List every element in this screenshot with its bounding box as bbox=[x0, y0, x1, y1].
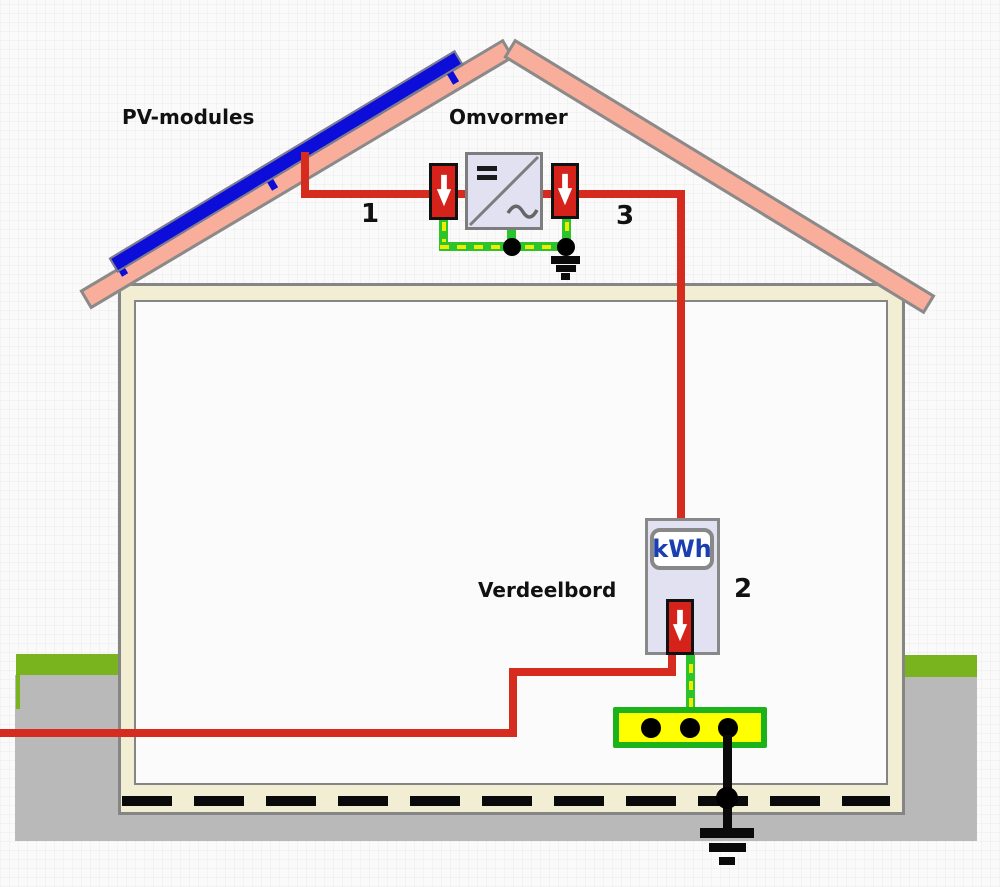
meter-breaker bbox=[666, 599, 694, 655]
busbar-terminal bbox=[718, 718, 738, 738]
grid-supply-wire bbox=[0, 729, 517, 737]
grass-left-edge bbox=[16, 675, 20, 709]
inverter-symbol bbox=[468, 155, 540, 227]
earth-wire-meter bbox=[686, 655, 695, 725]
grid-wire-horizontal-upper bbox=[513, 668, 676, 676]
ac-wire-vertical-drop bbox=[677, 190, 685, 520]
label-distribution-board: Verdeelbord bbox=[478, 578, 617, 602]
pv-panel bbox=[108, 50, 464, 273]
earth-wire-right-switch bbox=[562, 219, 571, 249]
kwh-meter-label: kWh bbox=[652, 535, 712, 563]
earth-ground-symbol-bottom bbox=[709, 843, 746, 852]
busbar-terminal bbox=[641, 718, 661, 738]
dc-disconnect-left bbox=[429, 163, 458, 220]
earth-junction-dot bbox=[503, 238, 521, 256]
down-arrow-icon bbox=[672, 609, 688, 642]
grid-wire-jog-vertical bbox=[509, 668, 517, 737]
down-arrow-icon bbox=[436, 174, 451, 206]
label-wire-3: 3 bbox=[616, 201, 635, 231]
dc-wire-from-panel-vertical bbox=[301, 152, 309, 198]
dc-disconnect-right bbox=[551, 163, 579, 219]
earth-wire-left-switch bbox=[439, 219, 448, 249]
down-arrow-icon bbox=[557, 173, 573, 206]
foundation-earth-loop bbox=[122, 796, 890, 806]
label-pv-modules: PV-modules bbox=[122, 105, 255, 129]
earth-ground-symbol-top bbox=[556, 265, 576, 272]
grass-right bbox=[905, 655, 977, 677]
earth-ground-symbol-bottom bbox=[719, 857, 735, 865]
inverter-box bbox=[465, 152, 543, 230]
earth-ground-symbol-top bbox=[561, 273, 570, 280]
busbar-terminal bbox=[680, 718, 700, 738]
foundation-junction-dot bbox=[716, 787, 738, 809]
earth-electrode-wire bbox=[723, 735, 732, 830]
earth-ground-symbol-bottom bbox=[700, 828, 754, 838]
earth-busbar bbox=[613, 707, 767, 748]
grass-left bbox=[16, 654, 118, 675]
meter-output-stub bbox=[668, 653, 676, 676]
earth-junction-dot bbox=[557, 238, 575, 256]
label-inverter: Omvormer bbox=[449, 105, 568, 129]
kwh-meter-display: kWh bbox=[650, 528, 714, 570]
label-wire-2: 2 bbox=[734, 574, 753, 604]
earth-ground-symbol-top bbox=[551, 256, 580, 264]
label-wire-1: 1 bbox=[361, 199, 380, 229]
